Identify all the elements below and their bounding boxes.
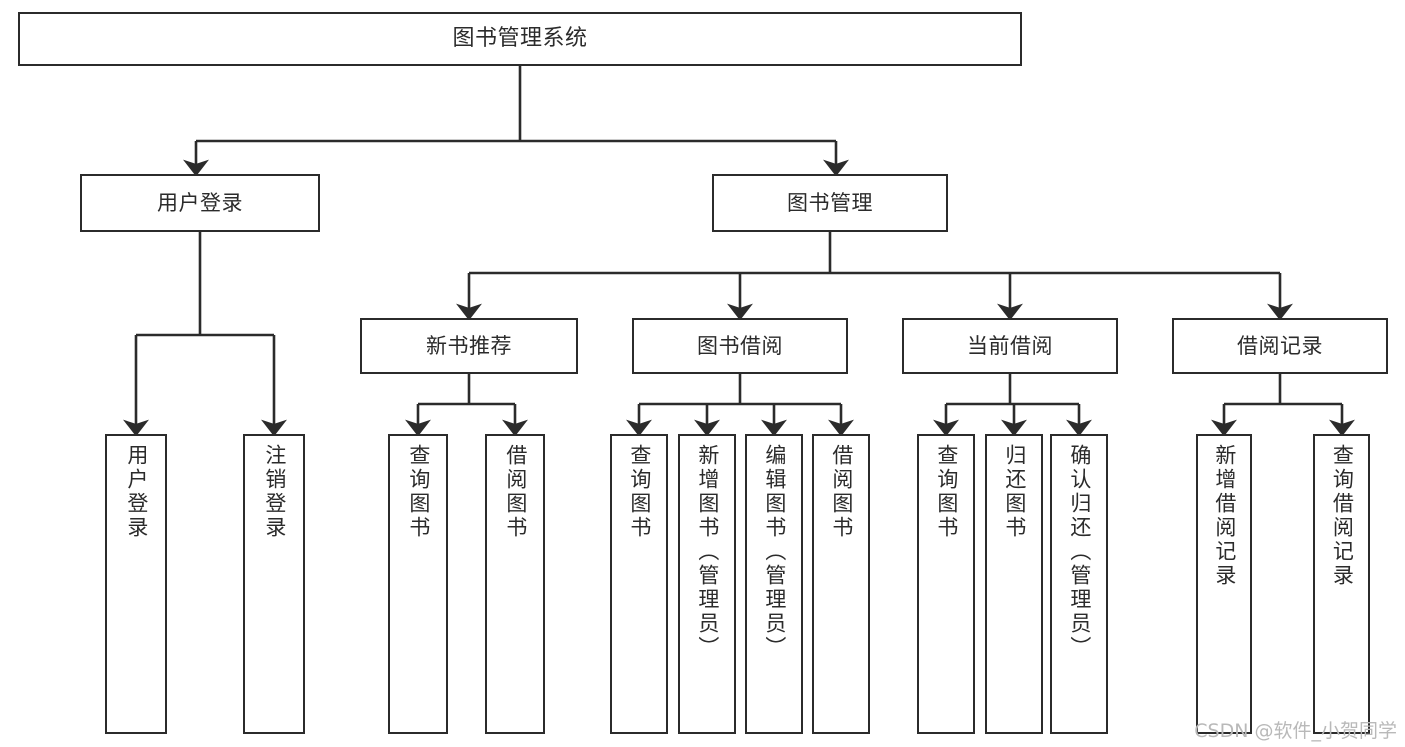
node-leaf-query-record[interactable]: 查询借阅记录	[1313, 434, 1370, 734]
node-leaf-logout[interactable]: 注销登录	[243, 434, 305, 734]
node-leaf-edit-book-label: 编辑图书（管理员）	[762, 444, 787, 660]
node-leaf-query-record-label: 查询借阅记录	[1330, 444, 1355, 588]
node-leaf-edit-book[interactable]: 编辑图书（管理员）	[745, 434, 803, 734]
node-borrow-record-label: 借阅记录	[1237, 333, 1323, 358]
node-leaf-add-book-label: 新增图书（管理员）	[695, 444, 720, 660]
node-book-borrow[interactable]: 图书借阅	[632, 318, 848, 374]
node-new-book-rec-label: 新书推荐	[426, 333, 512, 358]
node-leaf-query-book-borrow-label: 查询图书	[627, 444, 652, 540]
csdn-watermark: CSDN @软件_小贺同学	[1194, 720, 1397, 742]
node-leaf-confirm-return-label: 确认归还（管理员）	[1067, 444, 1092, 660]
node-leaf-add-record-label: 新增借阅记录	[1212, 444, 1237, 588]
node-root-label: 图书管理系统	[452, 26, 588, 52]
node-leaf-add-record[interactable]: 新增借阅记录	[1196, 434, 1252, 734]
node-leaf-query-book-borrow[interactable]: 查询图书	[610, 434, 668, 734]
node-leaf-logout-label: 注销登录	[262, 444, 287, 540]
node-borrow-record[interactable]: 借阅记录	[1172, 318, 1388, 374]
node-book-borrow-label: 图书借阅	[697, 333, 783, 358]
node-leaf-query-book-cur[interactable]: 查询图书	[917, 434, 975, 734]
node-leaf-borrow-book-label: 借阅图书	[829, 444, 854, 540]
node-user-login-label: 用户登录	[157, 190, 243, 215]
node-leaf-user-login[interactable]: 用户登录	[105, 434, 167, 734]
node-leaf-query-book-rec[interactable]: 查询图书	[388, 434, 448, 734]
node-book-manage-label: 图书管理	[787, 190, 873, 215]
node-leaf-query-book-rec-label: 查询图书	[406, 444, 431, 540]
node-current-borrow[interactable]: 当前借阅	[902, 318, 1118, 374]
node-leaf-return-book[interactable]: 归还图书	[985, 434, 1043, 734]
node-leaf-borrow-book[interactable]: 借阅图书	[812, 434, 870, 734]
node-leaf-query-book-cur-label: 查询图书	[934, 444, 959, 540]
node-root[interactable]: 图书管理系统	[18, 12, 1022, 66]
node-leaf-confirm-return[interactable]: 确认归还（管理员）	[1050, 434, 1108, 734]
node-user-login[interactable]: 用户登录	[80, 174, 320, 232]
node-new-book-rec[interactable]: 新书推荐	[360, 318, 578, 374]
node-leaf-add-book[interactable]: 新增图书（管理员）	[678, 434, 736, 734]
node-leaf-borrow-book-rec-label: 借阅图书	[503, 444, 528, 540]
node-book-manage[interactable]: 图书管理	[712, 174, 948, 232]
node-leaf-return-book-label: 归还图书	[1002, 444, 1027, 540]
node-current-borrow-label: 当前借阅	[967, 333, 1053, 358]
node-leaf-user-login-label: 用户登录	[124, 444, 149, 540]
node-leaf-borrow-book-rec[interactable]: 借阅图书	[485, 434, 545, 734]
